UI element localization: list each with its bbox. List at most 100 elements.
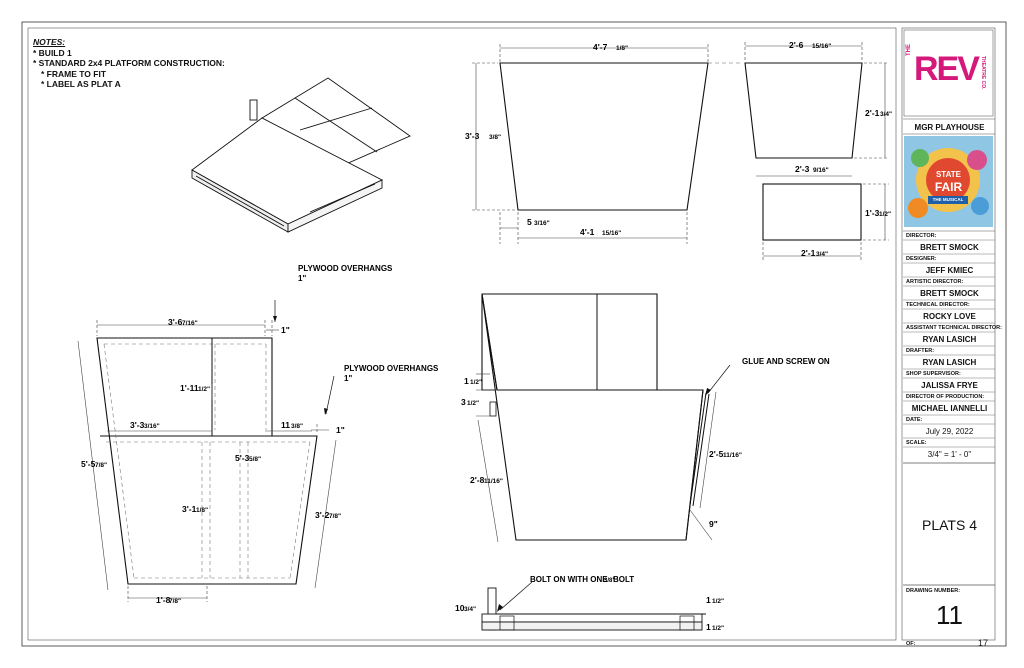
dim-bottom-width-frac: 15/16" [602,230,621,237]
dim-top-left-height: 3'-3 [465,131,480,141]
drawing-number-label: DRAWING NUMBER: [906,588,961,594]
callout-plywood-1: PLYWOOD OVERHANGS [298,264,393,273]
platform-elevation [476,293,731,543]
credit-label-assistant-td: ASSISTANT TECHNICAL DIRECTOR: [906,325,1002,331]
side-elevation [744,42,889,260]
dim-section-b: 1 [706,622,711,632]
callout-labels: PLYWOOD OVERHANGS 1" PLYWOOD OVERHANGS 1… [298,264,830,584]
credit-label-date: DATE: [906,417,923,423]
dim-plan-mid-height-frac: 1/2" [198,386,210,393]
dim-plan-mid-height: 1'-11 [180,383,199,393]
credit-value-scale: 3/4" = 1' - 0" [927,450,972,459]
dim-plan-top: 3'-6 [168,317,183,327]
dim-section-height-frac: 3/4" [464,606,476,613]
credit-label-shop-supervisor: SHOP SUPERVISOR: [906,371,961,377]
logo-the: THE [906,44,912,56]
dim-plan-small-frac: 3/8" [291,423,303,430]
dim-elev-b: 3 [461,397,466,407]
dim-elev-left-height-frac: 11/16" [484,478,503,485]
dim-plan-bottom-width-frac: 7/8" [169,598,181,605]
poster-line-1: STATE [935,170,962,179]
dim-plan-bottom-width: 1'-8 [156,595,171,605]
title-block-graphics [903,29,995,586]
credit-value-technical-director: ROCKY LOVE [923,312,976,321]
credit-label-artistic-director: ARTISTIC DIRECTOR: [906,279,964,285]
note-line-1: * BUILD 1 [33,47,72,58]
dim-rect-width: 2'-1 [801,248,816,258]
of-label: OF: [906,641,916,647]
credit-label-technical-director: TECHNICAL DIRECTOR: [906,302,970,308]
callout-plywood-2: PLYWOOD OVERHANGS [344,364,439,373]
dim-elev-right-height-frac: 11/16" [723,452,742,459]
dim-plan-low-height-frac: 1/8" [196,507,208,514]
credit-value-designer: JEFF KMIEC [925,266,974,275]
plan-view [77,300,337,602]
credit-label-director-of-production: DIRECTOR OF PRODUCTION: [906,394,985,400]
dim-section-height: 10 [455,603,465,613]
dim-side-top-width: 2'-6 [789,40,804,50]
callout-plywood-1-value: 1" [298,274,306,283]
dim-bottom-width: 4'-1 [580,227,595,237]
dim-section-b-frac: 1/2" [712,625,724,632]
note-line-2: * STANDARD 2x4 PLATFORM CONSTRUCTION: [33,58,225,68]
dim-side-bottom-width-frac: 9/16" [813,167,829,174]
dim-plan-right-height: 3'-2 [315,510,330,520]
dim-plan-width-2-frac: 3/16" [144,423,160,430]
total-sheets: 17 [978,638,989,648]
dim-elev-nine: 9" [709,519,718,529]
credit-row-lines [903,239,995,448]
dim-elev-right-height: 2'-5 [709,449,724,459]
drawing-area-border [27,27,897,641]
dim-plan-center-height-frac: 5/8" [249,456,261,463]
dim-top-width: 4'-7 [593,42,608,52]
front-elevation [472,44,740,244]
callout-plywood-2-value: 1" [344,374,352,383]
dim-elev-a: 1 [464,376,469,386]
bolt-section [481,581,706,631]
callout-bolt-frac: 3/8" [604,578,615,584]
dim-elev-a-frac: 1/2" [470,379,482,386]
credit-label-scale: SCALE: [906,440,927,446]
dim-plan-low-height: 3'-1 [182,504,197,514]
note-subline-2: * LABEL AS PLAT A [41,79,121,89]
dim-bottom-offset: 5 [527,217,532,227]
venue-name: MGR PLAYHOUSE [914,123,985,132]
poster-line-2: FAIR [934,180,963,194]
dim-rect-height: 1'-3 [865,208,880,218]
dim-side-height-frac: 3/4" [880,111,892,118]
dim-top-width-frac: 1/8" [616,45,628,52]
dim-side-bottom-width: 2'-3 [795,164,810,174]
credit-value-artistic-director: BRETT SMOCK [920,289,979,298]
dim-plan-small: 11 [281,420,290,430]
dim-plan-width-2: 3'-3 [130,420,145,430]
dimension-labels: 4'-7 1/8" 3'-3 3/8" 5 3/16" 4'-1 15/16" … [81,40,892,632]
drawing-number: 11 [936,600,963,630]
credit-label-director: DIRECTOR: [906,233,937,239]
rev-logo: THE REV THEATRE CO. [904,30,993,116]
note-subline-1: * FRAME TO FIT [41,68,107,79]
notes-title: NOTES: [33,37,66,47]
dim-elev-left-height: 2'-8 [470,475,485,485]
credit-value-drafter: RYAN LASICH [922,358,977,367]
dim-plan-left-height: 5'-5 [81,459,96,469]
poster-ribbon-text: THE MUSICAL [932,197,964,202]
notes-block: NOTES: * BUILD 1 * STANDARD 2x4 PLATFORM… [33,37,225,90]
dim-rect-width-frac: 3/4" [816,251,828,258]
credit-value-director-of-production: MICHAEL IANNELLI [911,404,988,413]
dim-plan-left-height-frac: 7/8" [95,462,107,469]
credit-value-shop-supervisor: JALISSA FRYE [921,381,978,390]
isometric-view [191,77,411,233]
dim-section-a-frac: 1/2" [712,598,724,605]
callout-bolt-end: BOLT [613,575,634,584]
credit-label-designer: DESIGNER: [906,256,937,262]
outer-border [21,21,1007,647]
dim-rect-height-frac: 1/2" [879,211,891,218]
callout-bolt: BOLT ON WITH ONE [530,575,608,584]
dim-elev-b-frac: 1/2" [467,400,479,407]
poster-ribbon [928,196,968,204]
callout-glue-screw: GLUE AND SCREW ON [742,357,830,366]
dim-side-top-width-frac: 15/16" [812,43,831,50]
dim-section-a: 1 [706,595,711,605]
